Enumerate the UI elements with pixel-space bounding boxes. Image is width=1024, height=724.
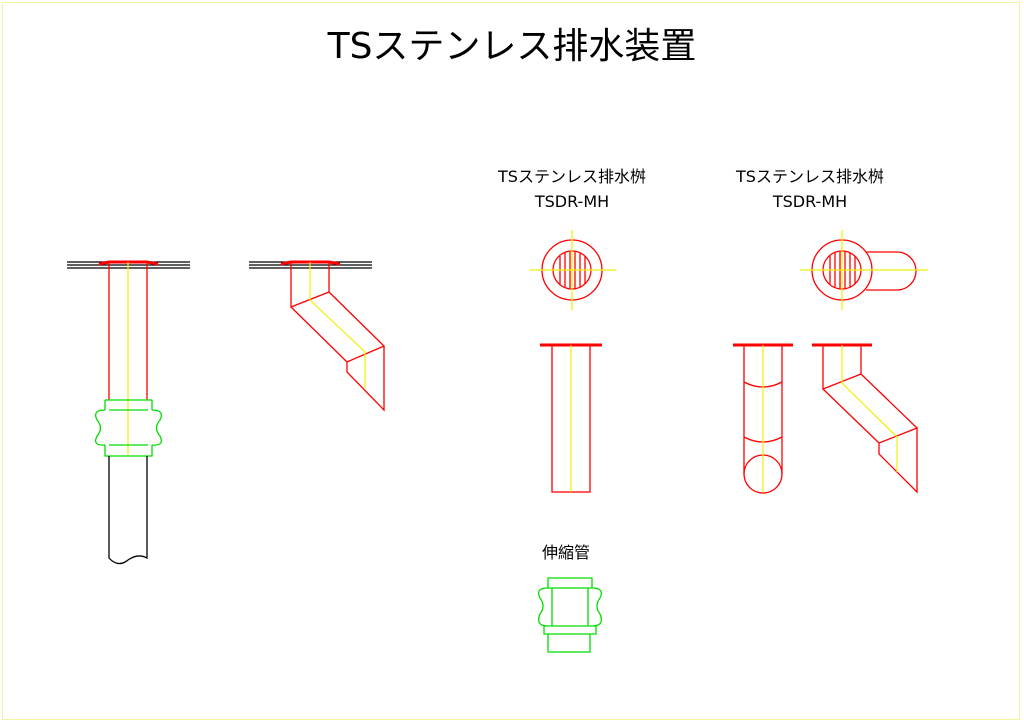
drawing-title: TSステンレス排水装置	[327, 26, 697, 67]
basin-1-name: TSステンレス排水桝	[497, 167, 646, 186]
basin-2-name: TSステンレス排水桝	[735, 167, 884, 186]
basin-1-side-view	[540, 343, 602, 493]
basin-2-top-view	[800, 230, 928, 310]
assembly-straight	[67, 260, 190, 565]
basin-2-model: TSDR-MH	[772, 192, 847, 211]
basin-2-side-view	[733, 343, 793, 494]
assembly-angled	[249, 260, 386, 412]
expansion-pipe-label: 伸縮管	[542, 543, 590, 562]
basin-1-top-view	[530, 230, 616, 310]
basin-1-model: TSDR-MH	[534, 192, 609, 211]
basin-2-angled-view	[812, 343, 919, 494]
expansion-pipe	[537, 577, 603, 653]
